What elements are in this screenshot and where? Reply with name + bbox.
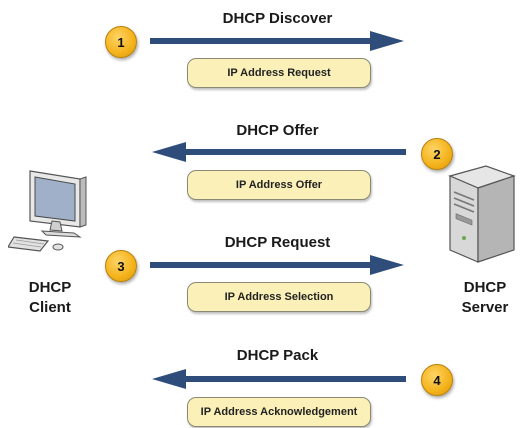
step-3-message: IP Address Selection (187, 282, 371, 312)
step-3-arrow-right (150, 255, 404, 275)
step-1-arrow-right (150, 31, 404, 51)
server-label-line2: Server (461, 299, 509, 316)
desktop-computer-icon (8, 170, 87, 252)
client-label-line2: Client (29, 299, 71, 316)
step-4-badge: 4 (421, 364, 453, 396)
step-4-title: DHCP Pack (236, 347, 319, 364)
step-1-title: DHCP Discover (222, 10, 333, 27)
step-2-message: IP Address Offer (187, 170, 371, 200)
step-1-message: IP Address Request (187, 58, 371, 88)
step-3-title: DHCP Request (224, 234, 331, 251)
tower-server-icon (448, 165, 516, 263)
server-label-line1: DHCP (463, 279, 507, 296)
step-4-arrow-left (152, 369, 406, 389)
client-label-line1: DHCP (28, 279, 72, 296)
client-label: DHCP Client (20, 278, 80, 318)
step-2-title: DHCP Offer (236, 122, 319, 139)
step-1-badge: 1 (105, 26, 137, 58)
step-2-badge: 2 (421, 138, 453, 170)
step-3-badge: 3 (105, 250, 137, 282)
server-label: DHCP Server (455, 278, 515, 318)
step-4-message: IP Address Acknowledgement (187, 397, 371, 427)
step-2-arrow-left (152, 142, 406, 162)
